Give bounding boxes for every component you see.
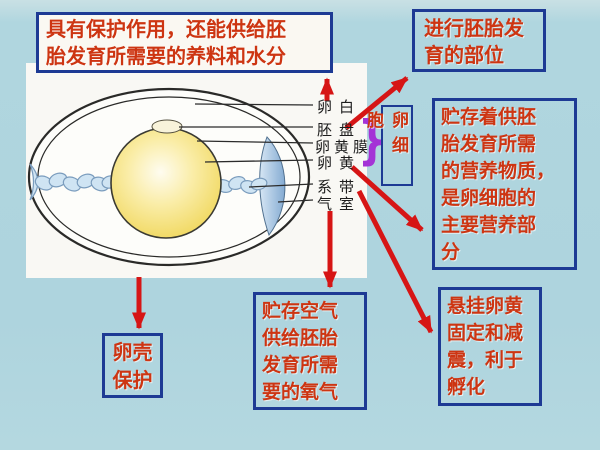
callout-yolk-function: 贮存着供胚 胎发育所需 的营养物质， 是卵细胞的 主要营养部 分 bbox=[432, 98, 577, 270]
leader-lines bbox=[179, 103, 314, 203]
label-yolk-membrane: 卵黄膜 bbox=[315, 138, 373, 156]
callout-arrows bbox=[131, 76, 434, 334]
germinal-disc-shape bbox=[151, 119, 183, 134]
label-yolk: 卵黄 bbox=[317, 154, 362, 172]
callout-egg-cell: 卵细胞 bbox=[363, 105, 413, 186]
label-germinal-disc: 胚盘 bbox=[317, 121, 362, 139]
label-chalaza: 系带 bbox=[317, 178, 362, 196]
yolk-shape bbox=[110, 127, 222, 239]
label-egg-white: 卵白 bbox=[317, 98, 362, 116]
callout-chalaza-function: 悬挂卵黄 固定和减 震，利于 孵化 bbox=[438, 287, 542, 406]
callout-germinal-disc-function: 进行胚胎发 育的部位 bbox=[412, 9, 546, 72]
callout-egg-white-function: 具有保护作用，还能供给胚 胎发育所需要的养料和水分 bbox=[36, 12, 333, 73]
label-air-cell: 气室 bbox=[317, 195, 362, 213]
callout-air-cell-function: 贮存空气 供给胚胎 发育所需 要的氧气 bbox=[253, 292, 367, 410]
callout-eggshell-function: 卵壳 保护 bbox=[102, 333, 163, 398]
chalaza-left-shape bbox=[29, 163, 119, 201]
